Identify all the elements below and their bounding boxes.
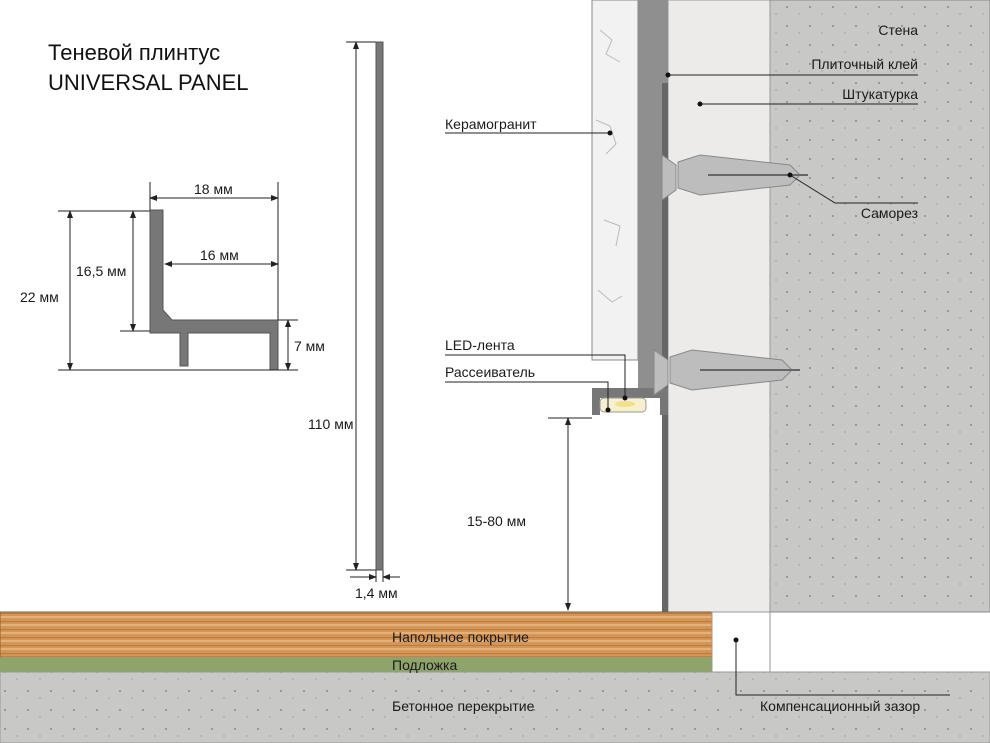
wall [769, 0, 990, 613]
shadow-profile [662, 83, 668, 612]
floor-covering [0, 611, 713, 658]
label-porcelain-tile: Керамогранит [445, 116, 537, 132]
dim-18: 18 мм [194, 181, 233, 197]
dim-7: 7 мм [294, 338, 325, 354]
dim-22: 22 мм [20, 289, 59, 305]
label-expansion-gap: Компенсационный зазор [760, 698, 921, 714]
porcelain-tile [591, 0, 639, 361]
concrete-slab [0, 671, 990, 743]
title-line-1: Теневой плинтус [48, 40, 221, 65]
underlay [0, 657, 712, 672]
plaster [667, 0, 771, 613]
page-title: Теневой плинтус UNIVERSAL PANEL [48, 38, 249, 98]
profile-cross-section [149, 209, 279, 371]
label-screw: Саморез [860, 205, 918, 221]
dim-16: 16 мм [200, 247, 239, 263]
label-concrete-slab: Бетонное перекрытие [392, 698, 535, 714]
title-line-2: UNIVERSAL PANEL [48, 70, 249, 95]
label-tile-adhesive: Плиточный клей [811, 56, 918, 72]
label-plaster: Штукатурка [842, 86, 918, 102]
profile-lip [592, 388, 668, 415]
tall-profile [375, 41, 384, 571]
label-underlay: Подложка [392, 657, 458, 673]
screw-dowel-bottom [653, 349, 800, 396]
led-strip-shape [615, 401, 635, 407]
dim-16-5: 16,5 мм [76, 263, 127, 279]
label-gap-height: 15-80 мм [467, 513, 526, 529]
label-floor-covering: Напольное покрытие [392, 629, 529, 645]
label-diffuser: Рассеиватель [445, 364, 536, 380]
dim-110: 110 мм [308, 416, 354, 432]
label-wall: Стена [878, 22, 918, 38]
screw-dowel-top [661, 154, 808, 201]
expansion-gap [711, 611, 771, 673]
label-led-strip: LED-лента [445, 337, 515, 353]
dim-1-4: 1,4 мм [355, 585, 398, 601]
